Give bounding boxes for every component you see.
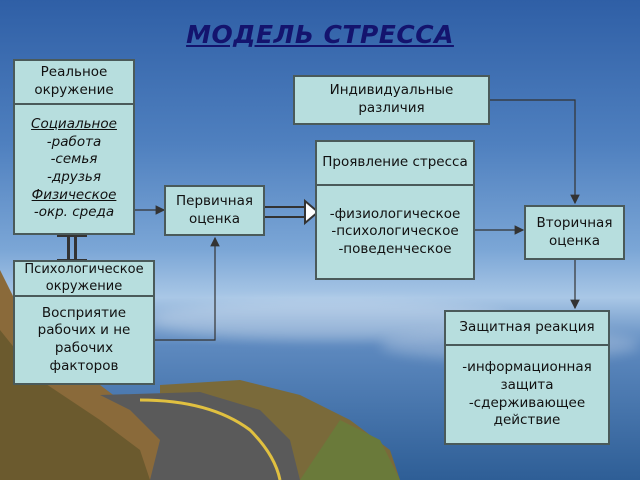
friends-item: -друзья: [46, 169, 102, 185]
defense-reaction-header-text: Защитная реакция: [459, 319, 595, 336]
secondary-appraisal-text: Вторичная оценка: [536, 214, 613, 249]
stress-manifestation-body: -физиологическое -психологическое -повед…: [315, 184, 475, 280]
real-env-body: Социальное -работа -семья -друзья Физиче…: [13, 103, 135, 235]
environment-item: -окр. среда: [33, 204, 115, 221]
work-item: -работа: [46, 133, 102, 150]
real-env-header-text: Реальное окружение: [34, 64, 114, 98]
individual-differences-text: Индивидуальные различия: [329, 82, 454, 116]
informational-defense-item: -информационная защита: [462, 359, 592, 393]
stress-manifestation-header: Проявление стресса: [315, 140, 475, 186]
double-link-env-psych: [57, 233, 87, 263]
family-item: -семья: [50, 151, 98, 168]
perception-text: Восприятие рабочих и не рабочих факторов: [37, 304, 131, 374]
real-env-header: Реальное окружение: [13, 59, 135, 105]
psych-env-body: Восприятие рабочих и не рабочих факторов: [13, 295, 155, 385]
psych-env-header-text: Психологическое окружение: [24, 262, 144, 294]
restraining-action-item: -сдерживающее действие: [468, 394, 586, 429]
physiological-item: -физиологическое: [329, 205, 461, 222]
arrow-psych-to-primary: [155, 236, 220, 341]
defense-reaction-body: -информационная защита -сдерживающее дей…: [444, 344, 610, 445]
stress-manifestation-header-text: Проявление стресса: [322, 154, 468, 171]
primary-appraisal-text: Первичная оценка: [176, 192, 253, 227]
behavioral-item: -поведенческое: [338, 240, 452, 257]
primary-appraisal-box: Первичная оценка: [164, 185, 265, 236]
page-title: МОДЕЛЬ СТРЕССА: [186, 20, 454, 49]
arrow-individual-to-secondary: [490, 99, 580, 205]
double-arrow-primary-to-manifest: [265, 198, 320, 226]
physical-label: Физическое: [31, 186, 117, 203]
psych-env-header: Психологическое окружение: [13, 260, 155, 297]
defense-reaction-header: Защитная реакция: [444, 310, 610, 346]
psychological-item: -психологическое: [331, 223, 459, 240]
social-label: Социальное: [31, 116, 117, 133]
secondary-appraisal-box: Вторичная оценка: [524, 205, 625, 260]
individual-differences-box: Индивидуальные различия: [293, 75, 490, 125]
